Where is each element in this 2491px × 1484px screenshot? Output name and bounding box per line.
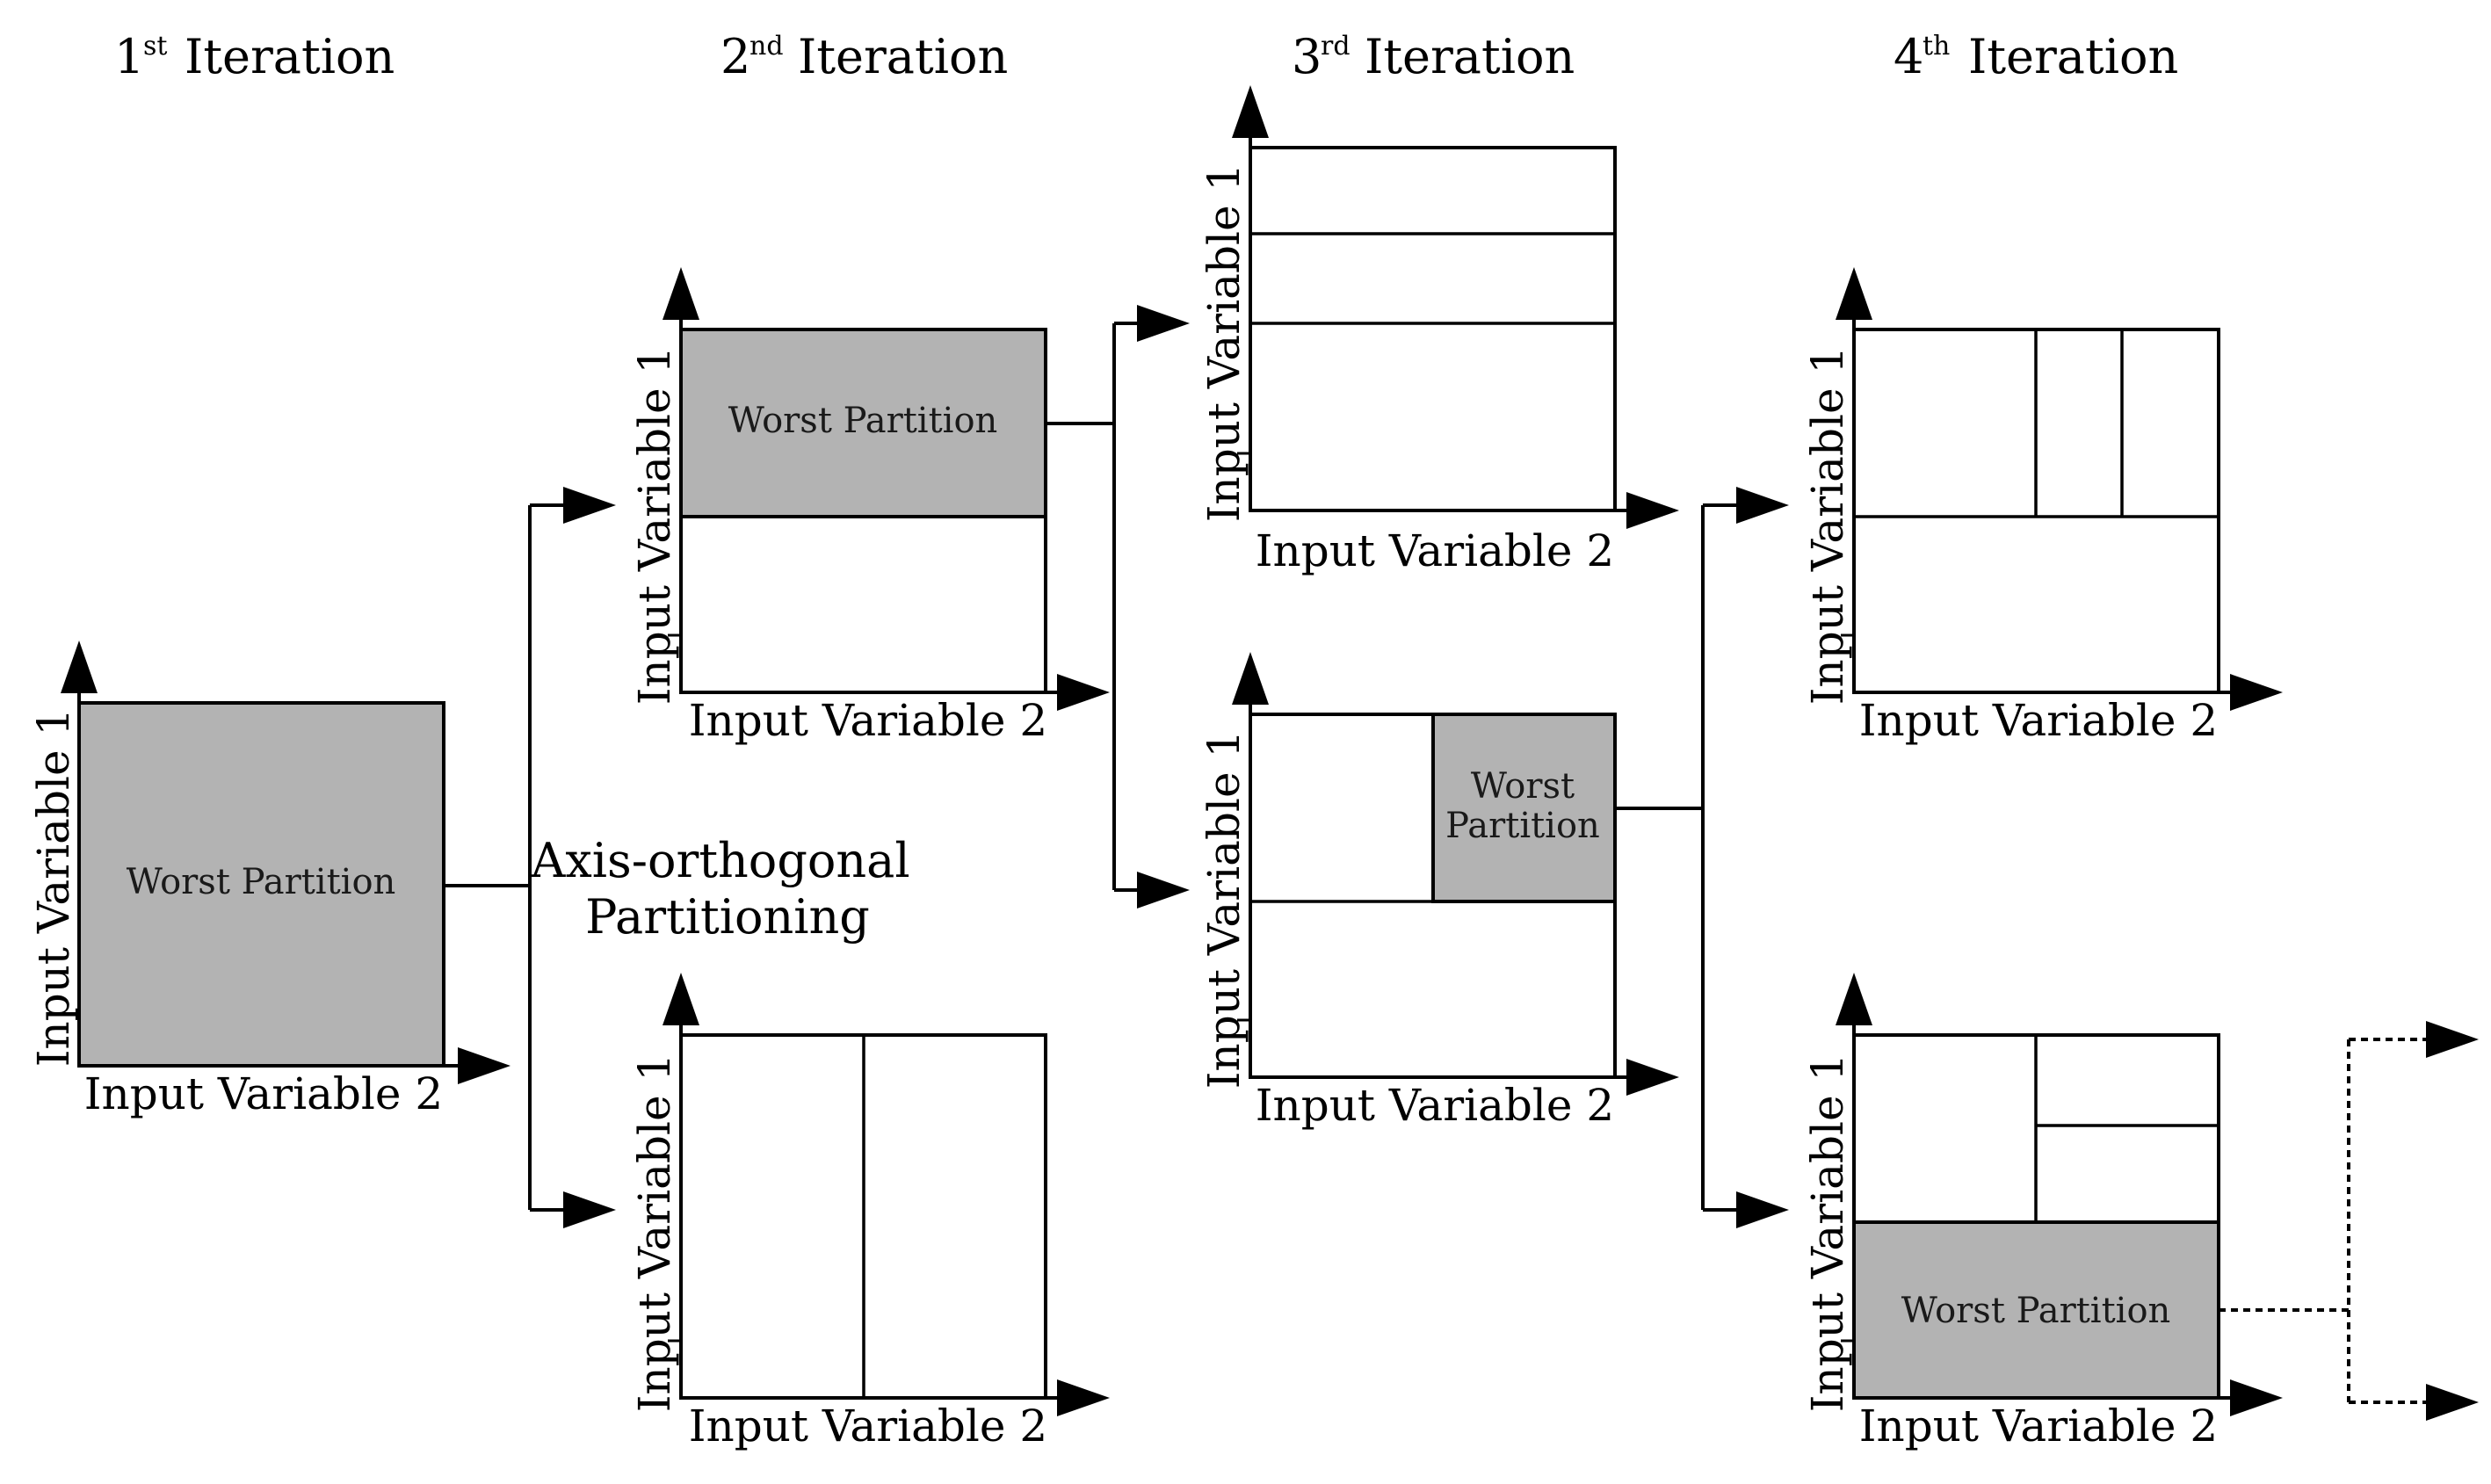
y-axis-label: Input Variable 1 (1198, 730, 1249, 1089)
worst-partition-label: Worst Partition (728, 401, 998, 441)
worst-partition-region (77, 701, 445, 1068)
plot-iteration-4-bottom: Worst Partition Input Variable 1 Input V… (1802, 973, 2283, 1451)
worst-partition-label-line-1: Worst (1471, 766, 1575, 807)
y-axis-label: Input Variable 1 (28, 708, 79, 1067)
worst-partition-label: Worst Partition (1901, 1291, 2171, 1331)
iteration-number: 4 (1894, 29, 1923, 84)
iteration-word: Iteration (798, 29, 1008, 84)
x-axis-label: Input Variable 2 (1859, 695, 2218, 746)
x-axis-label: Input Variable 2 (1256, 525, 1614, 576)
iteration-title-2: 2 nd Iteration (721, 29, 1008, 84)
plot-iteration-2-top: Worst Partition Input Variable 1 Input V… (629, 267, 1110, 746)
iteration-word: Iteration (1365, 29, 1575, 84)
iteration-ordinal-suffix: th (1923, 31, 1950, 62)
method-label-line-2: Partitioning (585, 889, 870, 945)
worst-partition-label: Worst Partition (127, 862, 396, 902)
iteration-number: 1 (114, 29, 144, 84)
iteration-ordinal-suffix: rd (1321, 31, 1350, 62)
y-axis-label: Input Variable 1 (629, 1053, 680, 1412)
iteration-title-1: 1 st Iteration (114, 29, 395, 84)
iteration-word: Iteration (185, 29, 395, 84)
iteration-ordinal-suffix: st (143, 31, 167, 62)
plot-iteration-3-bottom: Worst Partition Input Variable 1 Input V… (1198, 652, 1679, 1131)
iteration-title-3: 3 rd Iteration (1292, 29, 1575, 84)
iteration-title-4: 4 th Iteration (1894, 29, 2178, 84)
plot-iteration-3-top: Input Variable 1 Input Variable 2 (1198, 85, 1679, 576)
iteration-number: 2 (721, 29, 750, 84)
x-axis-label: Input Variable 2 (1256, 1080, 1614, 1131)
plot-iteration-1: Worst Partition Input Variable 1 Input V… (28, 641, 511, 1119)
method-label: Axis-orthogonal Partitioning (530, 833, 909, 945)
x-axis-label: Input Variable 2 (84, 1068, 443, 1119)
connector-2-to-3 (1046, 305, 1190, 908)
plot-iteration-4-top: Input Variable 1 Input Variable 2 (1802, 267, 2283, 746)
y-axis-label: Input Variable 1 (1198, 163, 1249, 522)
connector-3-to-4 (1615, 487, 1789, 1228)
y-axis-label: Input Variable 1 (1802, 1053, 1853, 1412)
x-axis-label: Input Variable 2 (1859, 1401, 2218, 1451)
iteration-word: Iteration (1968, 29, 2178, 84)
plot-iteration-2-bottom: Input Variable 1 Input Variable 2 (629, 973, 1110, 1451)
method-label-line-1: Axis-orthogonal (530, 833, 909, 888)
iteration-ordinal-suffix: nd (749, 31, 784, 62)
y-axis-label: Input Variable 1 (1802, 346, 1853, 705)
worst-partition-label-line-2: Partition (1445, 806, 1600, 846)
x-axis-label: Input Variable 2 (689, 1401, 1047, 1451)
y-axis-label: Input Variable 1 (629, 346, 680, 705)
connector-1-to-2 (444, 487, 616, 1228)
x-axis-label: Input Variable 2 (689, 695, 1047, 746)
iteration-number: 3 (1292, 29, 1322, 84)
continuation-connector (2219, 1021, 2479, 1421)
